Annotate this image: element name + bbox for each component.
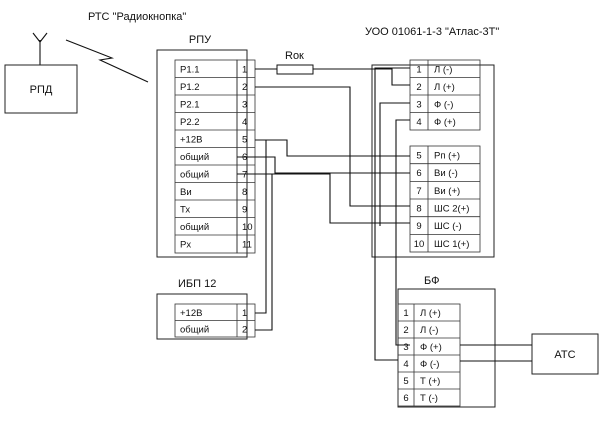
uoo-terminal-pin: 9 bbox=[416, 221, 421, 232]
wire-uoo4-bf bbox=[395, 119, 410, 346]
rpu-terminal-name: +12В bbox=[180, 135, 202, 146]
rpu-box bbox=[156, 49, 248, 258]
rts-title: РТС "Радиокнопка" bbox=[88, 11, 186, 23]
wire-resistor-uoo2 bbox=[313, 68, 410, 86]
uoo-terminal-name: Ви (-) bbox=[434, 168, 458, 179]
rpu-terminal-pin: 8 bbox=[242, 187, 247, 198]
rpu-terminal-name: Ви bbox=[180, 187, 192, 198]
rpu-terminal-pin: 1 bbox=[242, 65, 247, 76]
uoo-terminal-name: ШС 1(+) bbox=[434, 239, 469, 250]
uoo-title: УОО 01061-1-3 "Атлас-3Т" bbox=[365, 26, 499, 38]
uoo-terminal-pin: 6 bbox=[416, 168, 421, 179]
rpu-terminal-name: Рх bbox=[180, 240, 191, 251]
bf-terminal-pin: 5 bbox=[403, 376, 408, 387]
uoo-terminal-name: Рп (+) bbox=[434, 151, 460, 162]
uoo-group2-rows: 5 Рп (+) 6 Ви (-) 7 Ви (+) 8 ШС 2(+) 9 ШС (-) 10 ШС… bbox=[410, 146, 480, 253]
rpu-terminal-name: Р1.1 bbox=[180, 65, 200, 76]
wire-uoo3-bf bbox=[379, 102, 410, 226]
rpu-terminal-pin: 9 bbox=[242, 205, 247, 216]
wire-rpu5-rp bbox=[255, 139, 410, 157]
ibp-rows: +12В 1 общий 2 bbox=[175, 304, 255, 337]
uoo-terminal-name: Ф (+) bbox=[434, 117, 456, 128]
rpu-terminal-name: общий bbox=[180, 152, 209, 163]
uoo-group1-rows: 1 Л (-) 2 Л (+) 3 Ф (-) 4 Ф (+) bbox=[410, 60, 480, 130]
wire-uoo1-bf bbox=[374, 67, 410, 361]
rpu-terminal-name: Р2.2 bbox=[180, 117, 200, 128]
uoo-terminal-name: Л (-) bbox=[434, 65, 452, 76]
bf-terminal-name: Л (-) bbox=[420, 325, 438, 336]
bf-terminal-name: Ф (+) bbox=[420, 342, 442, 353]
rpu-terminal-pin: 4 bbox=[242, 117, 247, 128]
bf-terminal-pin: 1 bbox=[403, 308, 408, 319]
resistor-icon bbox=[276, 64, 314, 75]
uoo-terminal-name: ШС (-) bbox=[434, 221, 462, 232]
ibp-terminal-name: +12В bbox=[180, 308, 202, 319]
rpu-terminal-pin: 10 bbox=[242, 222, 253, 233]
uoo-terminal-pin: 10 bbox=[414, 239, 425, 250]
rpu-terminal-pin: 7 bbox=[242, 170, 247, 181]
resistor-label: Rок bbox=[285, 50, 304, 62]
wire-rpu6-vi bbox=[237, 156, 410, 174]
bf-label: БФ bbox=[424, 275, 439, 287]
uoo-terminal-pin: 2 bbox=[416, 82, 421, 93]
wire-rpu5-ibp bbox=[255, 139, 267, 314]
wire-rpu7-ibp bbox=[237, 173, 273, 331]
ats-box bbox=[531, 333, 599, 375]
rpu-terminal-pin: 5 bbox=[242, 135, 247, 146]
bf-terminal-name: Ф (-) bbox=[420, 359, 439, 370]
bf-terminal-pin: 6 bbox=[403, 393, 408, 404]
bf-rows: 1 Л (+) 2 Л (-) 3 Ф (+) 4 Ф (-) 5 Т (+) 6 Т (-) bbox=[398, 304, 460, 406]
rpu-terminal-name: Р2.1 bbox=[180, 100, 200, 111]
bf-terminal-name: Т (-) bbox=[420, 393, 438, 404]
rpu-terminal-name: Тх bbox=[180, 205, 190, 216]
rpd-box bbox=[4, 64, 78, 114]
rpd-label: РПД bbox=[30, 84, 53, 96]
rpu-terminal-pin: 11 bbox=[242, 240, 252, 251]
uoo-terminal-name: Ви (+) bbox=[434, 186, 460, 197]
rpu-terminal-pin: 3 bbox=[242, 100, 247, 111]
uoo-box bbox=[371, 64, 495, 258]
wire-rpu2-shs2 bbox=[255, 86, 410, 207]
wires bbox=[237, 67, 532, 362]
uoo-terminal-pin: 1 bbox=[416, 65, 421, 76]
uoo-terminal-pin: 5 bbox=[416, 151, 421, 162]
rpu-terminal-name: общий bbox=[180, 170, 209, 181]
bf-terminal-name: Т (+) bbox=[420, 376, 440, 387]
ibp-terminal-name: общий bbox=[180, 325, 209, 336]
rpu-label: РПУ bbox=[189, 34, 212, 46]
rpu-terminal-name: Р1.2 bbox=[180, 82, 200, 93]
uoo-terminal-pin: 4 bbox=[416, 117, 421, 128]
rpu-terminal-pin: 2 bbox=[242, 82, 247, 93]
uoo-terminal-name: Ф (-) bbox=[434, 100, 453, 111]
ibp-terminal-pin: 1 bbox=[242, 308, 247, 319]
rpu-terminal-name: общий bbox=[180, 222, 209, 233]
uoo-terminal-name: Л (+) bbox=[434, 82, 455, 93]
ibp-terminal-pin: 2 bbox=[242, 325, 247, 336]
bf-terminal-pin: 3 bbox=[403, 342, 408, 353]
uoo-terminal-pin: 3 bbox=[416, 100, 421, 111]
antenna-icon bbox=[32, 32, 48, 65]
ibp-box bbox=[156, 293, 248, 340]
ibp-label: ИБП 12 bbox=[178, 278, 216, 290]
bf-terminal-pin: 4 bbox=[403, 359, 408, 370]
ats-label: АТС bbox=[554, 349, 575, 361]
bf-terminal-pin: 2 bbox=[403, 325, 408, 336]
bf-terminal-name: Л (+) bbox=[420, 308, 441, 319]
uoo-terminal-pin: 8 bbox=[416, 204, 421, 215]
uoo-terminal-pin: 7 bbox=[416, 186, 421, 197]
radio-link-icon bbox=[65, 39, 149, 83]
wire-rpu7-shs bbox=[237, 173, 410, 224]
uoo-terminal-name: ШС 2(+) bbox=[434, 204, 469, 215]
